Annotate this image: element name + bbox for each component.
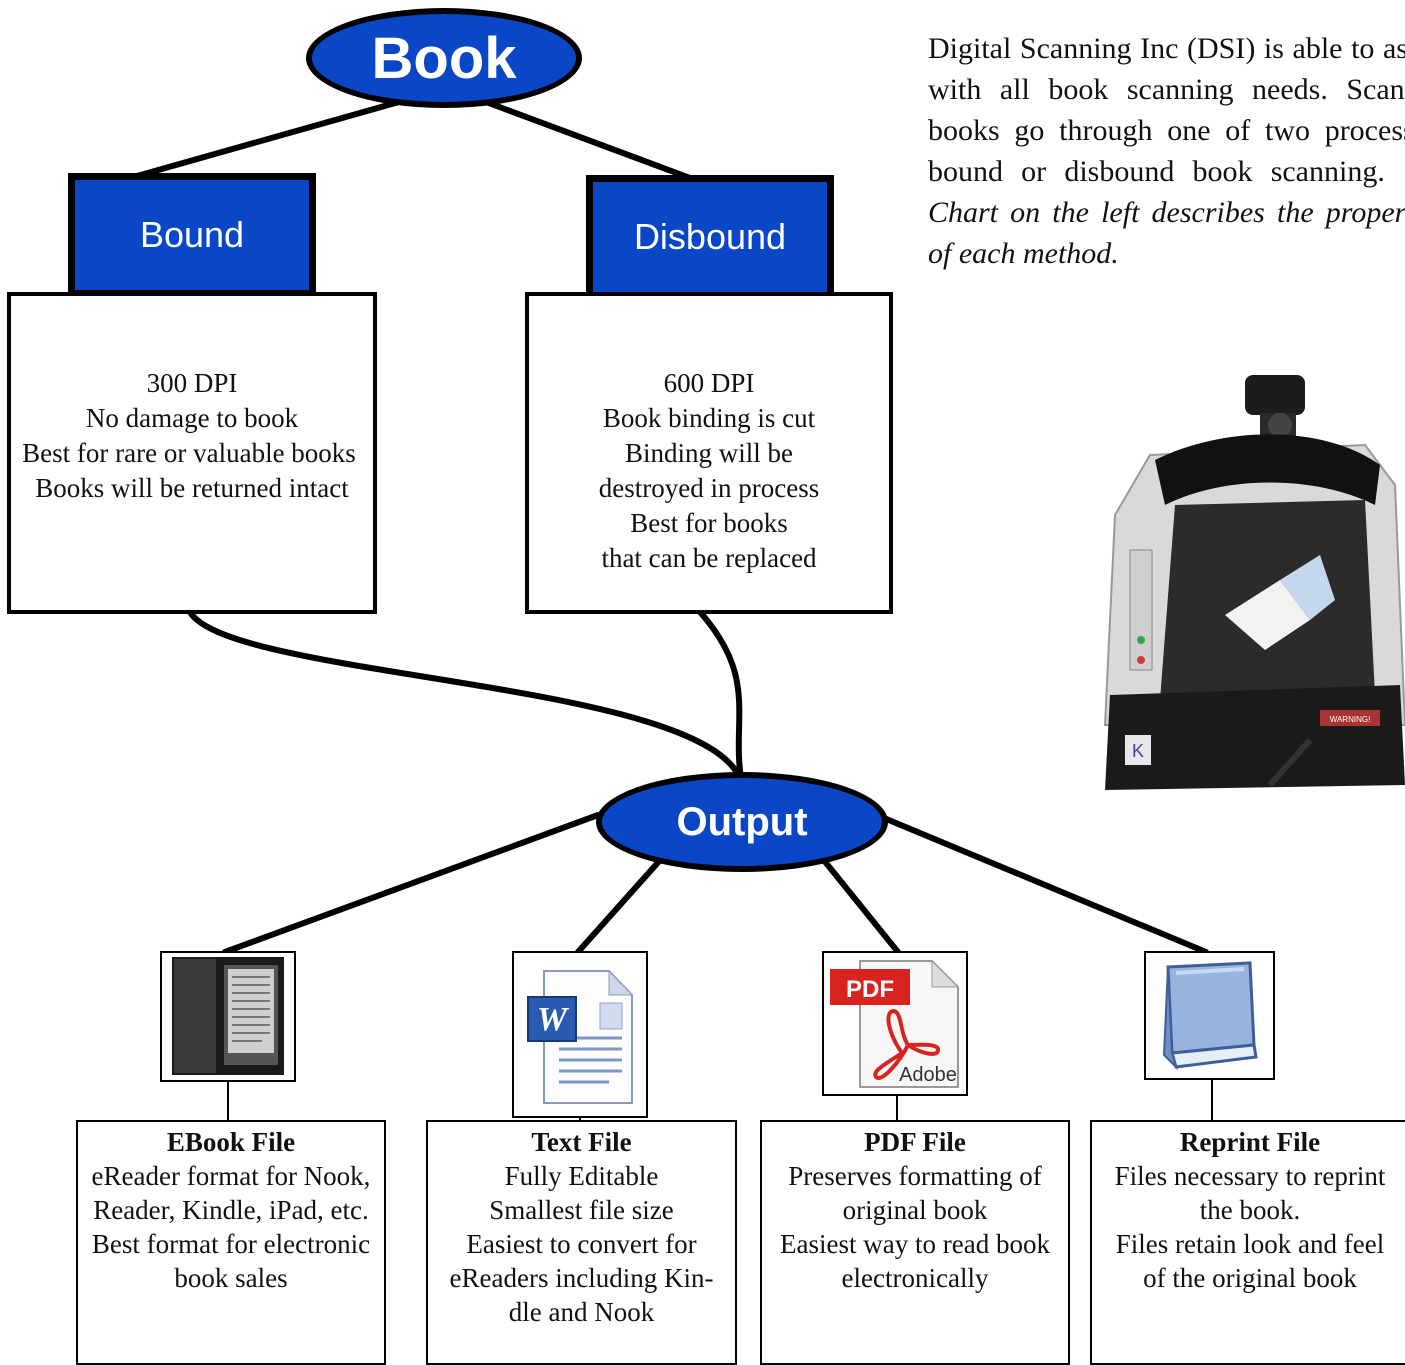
ebook-file-line: Reader, Kindle, iPad, etc. (93, 1195, 369, 1225)
disbound-detail-line: Book binding is cut (602, 403, 816, 433)
reprint-file-box: Reprint File Files necessary to reprint … (1090, 1120, 1405, 1365)
bound-detail-line: No damage to book (85, 403, 299, 433)
bound-details-box: 300 DPI No damage to book Best for rare … (7, 292, 377, 614)
pdf-badge-text: PDF (846, 976, 894, 1003)
reprint-file-line: the book. (1199, 1195, 1301, 1225)
bound-node: Bound (68, 173, 316, 297)
disbound-node-label: Disbound (633, 216, 787, 257)
book-scanner-image: K WARNING! (1103, 375, 1405, 790)
disbound-detail-line: that can be replaced (601, 543, 817, 573)
text-file-line: dle and Nook (508, 1297, 655, 1327)
pdf-file-line: Easiest way to read book (780, 1229, 1050, 1259)
text-file-line: Easiest to convert for (466, 1229, 697, 1259)
reprint-file-line: Files necessary to reprint (1114, 1161, 1386, 1191)
text-file-line: eReaders including Kin- (449, 1263, 714, 1293)
warning-label: WARNING! (1330, 715, 1371, 724)
word-letter: W (537, 1001, 570, 1038)
pdf-file-line: Preserves formatting of (788, 1161, 1042, 1191)
disbound-detail-line: Best for books (630, 508, 788, 538)
text-file-line: Smallest file size (489, 1195, 674, 1225)
pdf-file-line: original book (842, 1195, 988, 1225)
text-file-line: Fully Editable (504, 1161, 659, 1191)
ebook-file-title: EBook File (166, 1127, 296, 1157)
intro-text: Digital Scanning Inc (DSI) is able to as… (928, 32, 1405, 188)
pdf-file-line: electronically (841, 1263, 989, 1293)
disbound-node: Disbound (586, 175, 834, 299)
pdf-file-title: PDF File (864, 1127, 966, 1157)
disbound-details-box: 600 DPI Book binding is cut Binding will… (525, 292, 893, 614)
text-file-box: Text File Fully Editable Smallest file s… (426, 1120, 737, 1365)
text-file-title: Text File (531, 1127, 632, 1157)
output-node-label: Output (676, 799, 808, 844)
reprint-file-line: of the original book (1143, 1263, 1357, 1293)
output-node: Output (596, 772, 888, 872)
ereader-icon (160, 951, 296, 1082)
book-node-label: Book (371, 25, 517, 91)
ebook-file-line: book sales (174, 1263, 288, 1293)
word-document-icon: W (512, 951, 648, 1118)
book-node: Book (306, 8, 582, 108)
bound-node-label: Bound (139, 214, 245, 255)
reprint-file-line: Files retain look and feel (1115, 1229, 1385, 1259)
bound-detail-line: Books will be returned intact (35, 473, 349, 503)
svg-text:K: K (1132, 741, 1144, 761)
disbound-detail-line: 600 DPI (663, 368, 755, 398)
intro-italic-text: The Chart on the left describes the prop… (928, 155, 1405, 270)
ebook-file-line: eReader format for Nook, (91, 1161, 371, 1191)
bound-detail-line: 300 DPI (146, 368, 238, 398)
disbound-detail-line: Binding will be (625, 438, 793, 468)
reprint-file-title: Reprint File (1179, 1127, 1321, 1157)
intro-paragraph: Digital Scanning Inc (DSI) is able to as… (928, 28, 1405, 274)
adobe-text: Adobe (899, 1064, 957, 1086)
pdf-adobe-icon: PDF Adobe (822, 951, 968, 1096)
blue-book-icon (1144, 951, 1275, 1080)
ebook-file-box: EBook File eReader format for Nook, Read… (76, 1120, 386, 1365)
pdf-file-box: PDF File Preserves formatting of origina… (760, 1120, 1070, 1365)
bound-detail-line: Best for rare or valuable books (22, 438, 356, 468)
disbound-detail-line: destroyed in process (598, 473, 820, 503)
ebook-file-line: Best format for electronic (91, 1229, 371, 1259)
